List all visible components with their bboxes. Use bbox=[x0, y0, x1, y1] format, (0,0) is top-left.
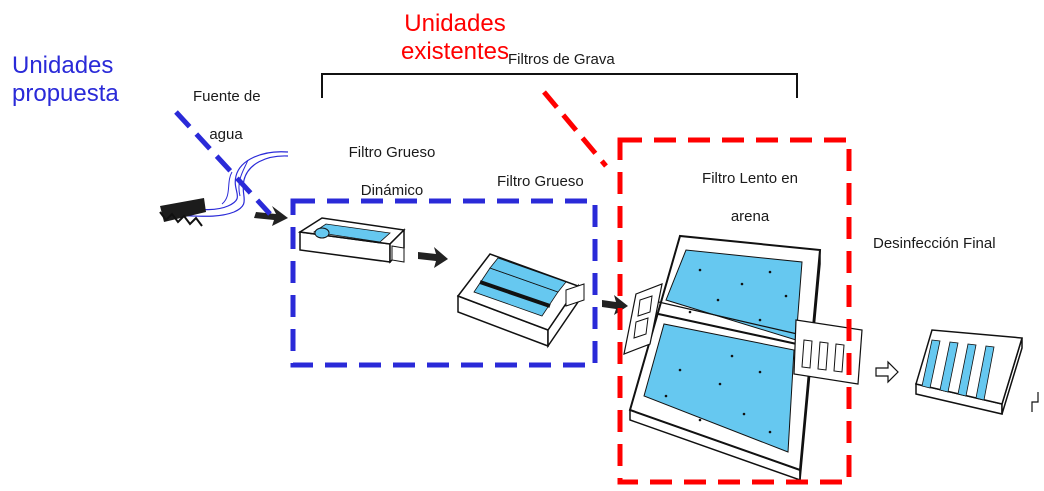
proposed-pointer bbox=[174, 110, 272, 216]
slow-sand-filter-label: Filtro Lento en arena bbox=[702, 170, 798, 225]
slow-sand-filter-icon bbox=[623, 234, 863, 482]
coarse-filter-icon bbox=[456, 253, 585, 349]
flow-arrow-3 bbox=[602, 295, 628, 315]
outlet-mark bbox=[1031, 392, 1039, 412]
existing-units-label: Unidades existentes bbox=[400, 10, 510, 65]
gravel-filters-label: Filtros de Grava bbox=[508, 51, 615, 68]
dynamic-coarse-filter-label: Filtro Grueso Dinámico bbox=[348, 144, 436, 199]
existing-units-box bbox=[617, 137, 852, 485]
gravel-filters-bracket bbox=[321, 73, 798, 98]
flow-arrow-4 bbox=[875, 360, 899, 384]
final-disinfection-label: Desinfección Final bbox=[873, 235, 996, 252]
water-source-icon bbox=[159, 151, 289, 227]
flow-arrow-1 bbox=[254, 206, 288, 226]
final-disinfection-icon bbox=[915, 329, 1023, 415]
proposed-units-label: Unidades propuesta bbox=[12, 52, 119, 107]
existing-pointer bbox=[542, 90, 608, 168]
water-source-label: Fuente de agua bbox=[193, 88, 261, 143]
coarse-filter-label: Filtro Grueso bbox=[497, 173, 584, 190]
flow-arrow-2 bbox=[418, 247, 448, 268]
dynamic-coarse-filter-icon bbox=[297, 217, 406, 264]
proposed-units-box bbox=[290, 198, 598, 368]
